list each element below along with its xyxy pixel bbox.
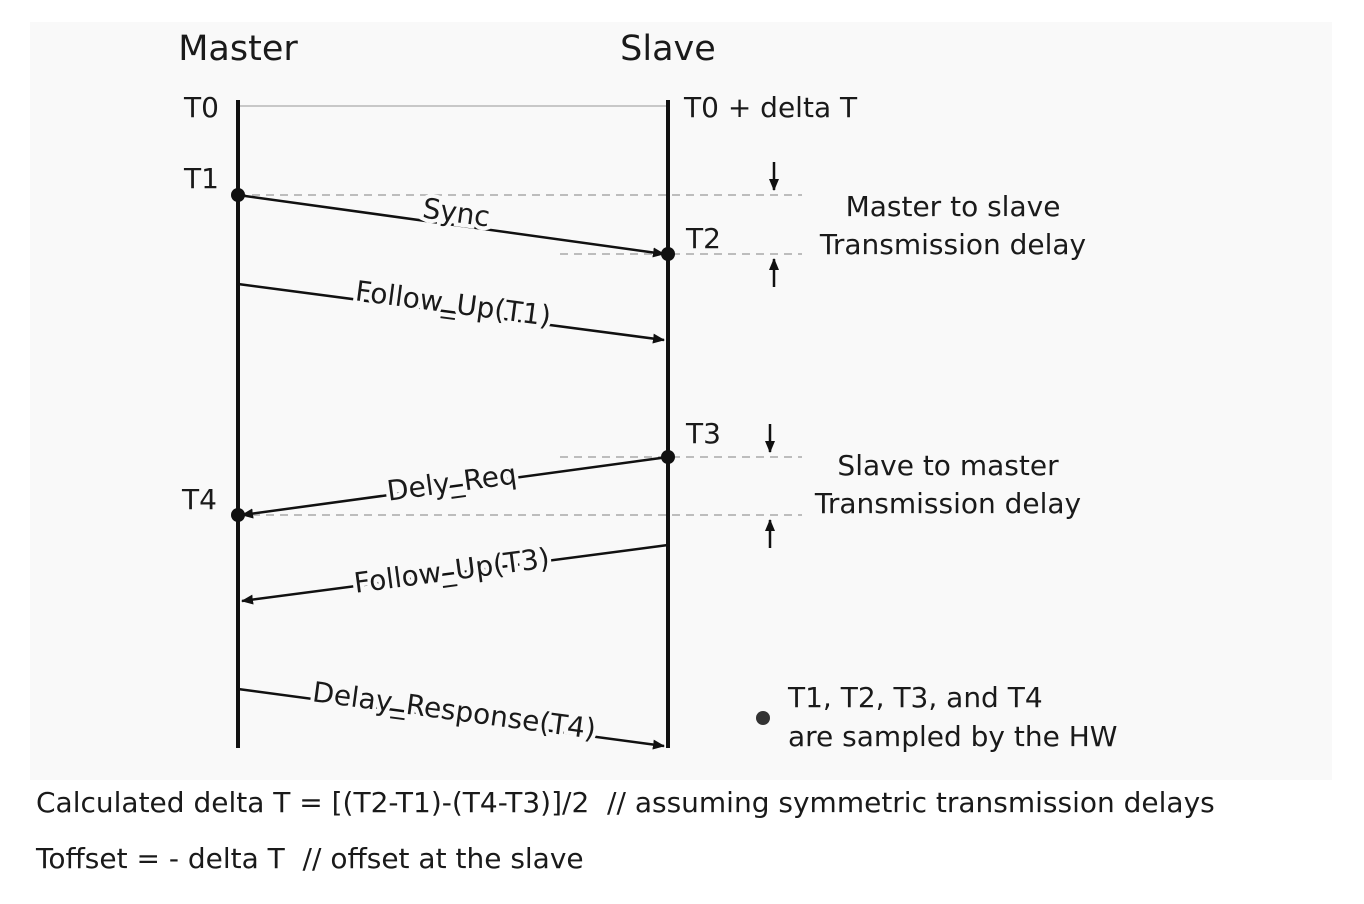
t2-label: T2 bbox=[685, 222, 721, 255]
sync-label: Sync bbox=[421, 192, 492, 234]
t1-sample-dot bbox=[231, 188, 245, 202]
legend-dot-icon bbox=[756, 711, 770, 725]
delay-response-arrow bbox=[237, 687, 665, 750]
delay-req-label: Dely_Req bbox=[385, 458, 519, 508]
follow-up-t3-arrow bbox=[241, 543, 669, 605]
s2m-delay-line2: Transmission delay bbox=[814, 487, 1081, 520]
t1-label: T1 bbox=[183, 162, 219, 195]
delay-response-label: Delay_Response(T4) bbox=[311, 675, 598, 745]
m2s-delay-line1: Master to slave bbox=[846, 190, 1061, 223]
t2-sample-dot bbox=[661, 247, 675, 261]
s2m-delay-line1: Slave to master bbox=[837, 449, 1059, 482]
m2s-delay-line2: Transmission delay bbox=[819, 228, 1086, 261]
follow-up-t3-label: Follow_Up(T3) bbox=[352, 541, 551, 599]
delta-formula: Calculated delta T = [(T2-T1)-(T4-T3)]/2… bbox=[36, 786, 1215, 819]
t3-sample-dot bbox=[661, 450, 675, 464]
legend-line1: T1, T2, T3, and T4 bbox=[787, 681, 1043, 714]
follow-up-t1-label: Follow_Up(T1) bbox=[353, 274, 552, 332]
follow-up-t1-arrow bbox=[237, 282, 665, 344]
slave-title: Slave bbox=[620, 29, 716, 69]
master-title: Master bbox=[178, 29, 298, 69]
diagram-panel bbox=[30, 22, 1332, 780]
t4-sample-dot bbox=[231, 508, 245, 522]
legend-line2: are sampled by the HW bbox=[788, 720, 1118, 753]
t4-label: T4 bbox=[181, 483, 217, 516]
t0-slave-label: T0 + delta T bbox=[683, 91, 858, 124]
offset-formula: Toffset = - delta T // offset at the sla… bbox=[36, 842, 584, 875]
sync-arrow bbox=[237, 193, 665, 258]
t0-master-label: T0 bbox=[183, 91, 219, 124]
delay-req-arrow bbox=[241, 455, 669, 519]
t3-label: T3 bbox=[685, 417, 721, 450]
